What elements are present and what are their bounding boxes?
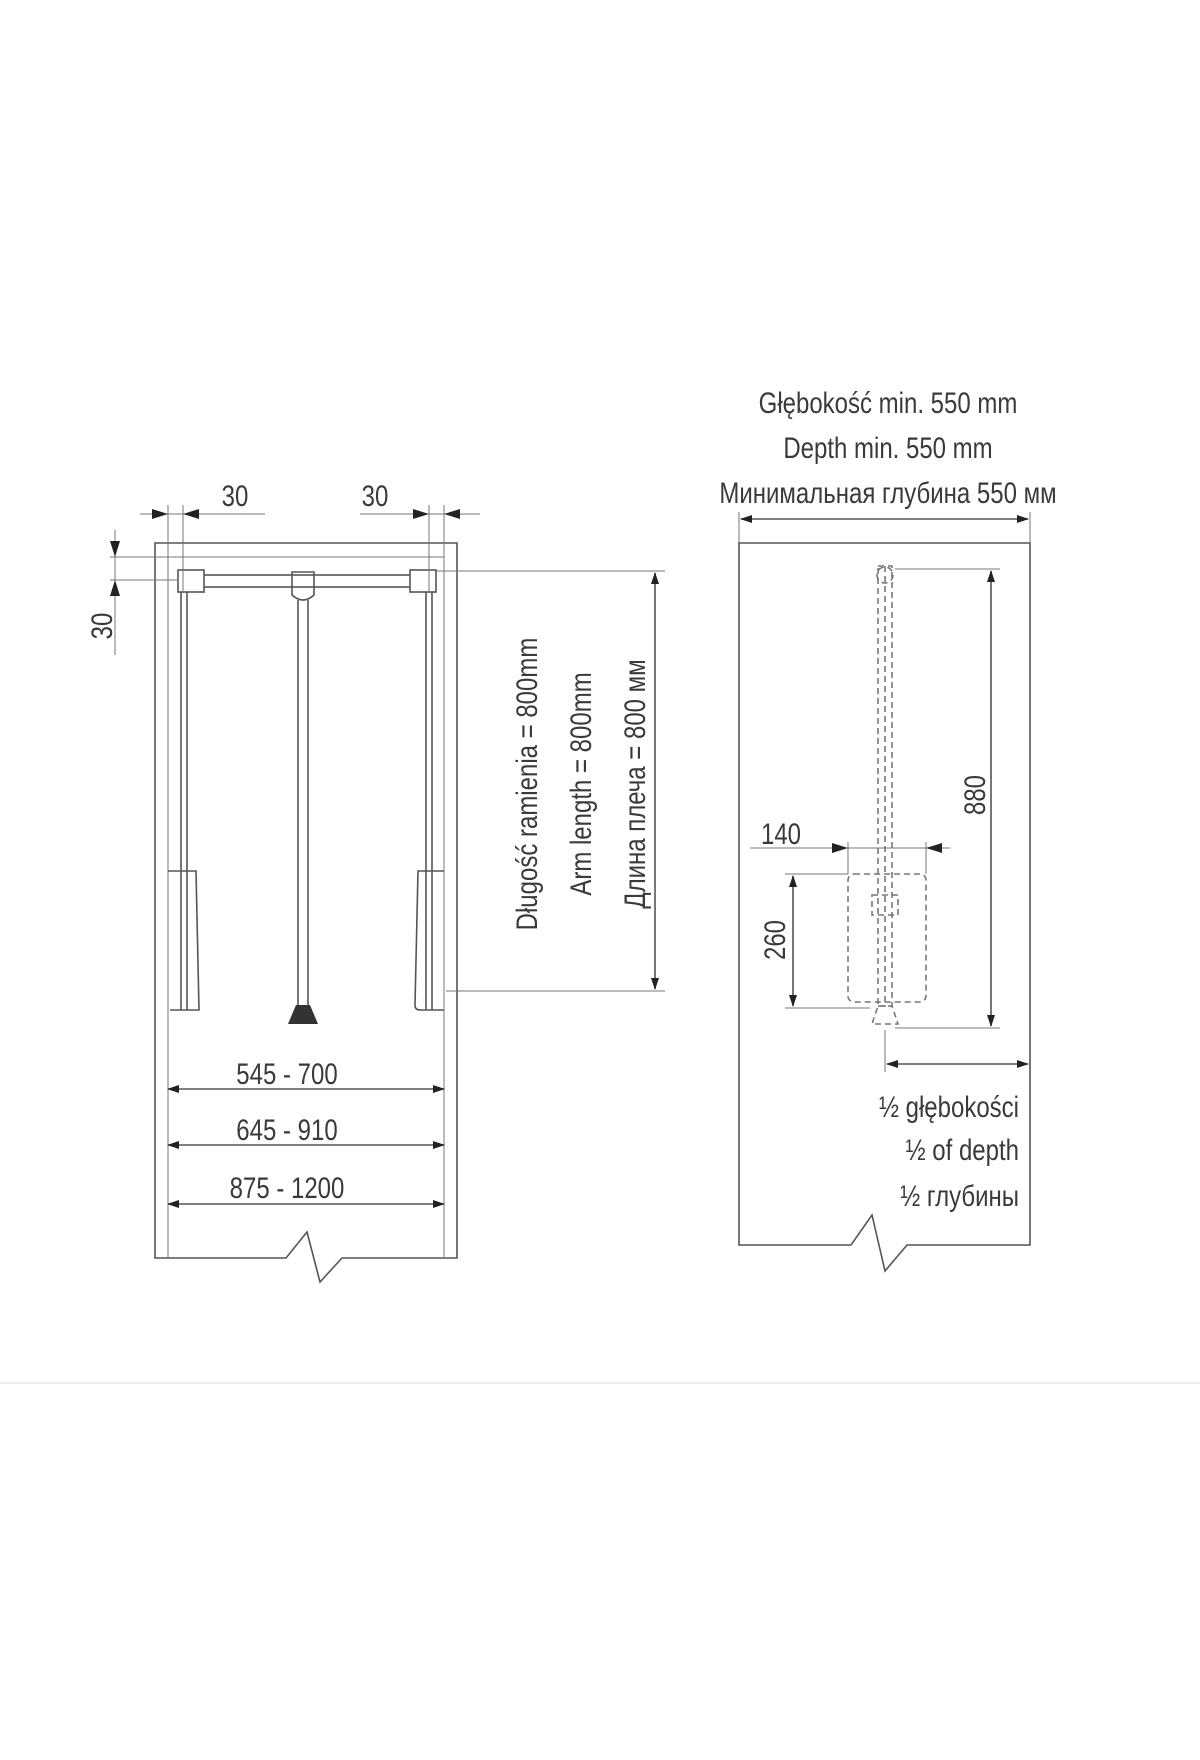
dim-label-140: 140 <box>761 816 801 850</box>
pole-handle-foot <box>288 1005 318 1024</box>
center-hub <box>291 571 315 601</box>
left-pad <box>168 870 200 1011</box>
dim-arrow-right <box>413 509 460 519</box>
side-cabinet-outline <box>738 542 1031 1273</box>
depth-label-ru: Минимальная глубина 550 мм <box>719 475 1056 509</box>
width-range-2: 645 - 910 <box>236 1112 337 1146</box>
width-range-3: 875 - 1200 <box>230 1170 345 1204</box>
depth-label-en: Depth min. 550 mm <box>783 430 992 464</box>
dim-label-880: 880 <box>957 775 991 815</box>
canister-clip <box>871 894 899 916</box>
rail-end-left <box>177 569 205 593</box>
dim-label-30-right: 30 <box>362 478 389 512</box>
dim-label-30-left: 30 <box>222 478 249 512</box>
arm-length-pl: Długość ramienia = 800mm <box>509 638 543 931</box>
arm-length-en: Arm length = 800mm <box>563 672 597 895</box>
dim-label-260: 260 <box>757 920 791 960</box>
depth-label-pl: Głębokość min. 550 mm <box>759 385 1018 419</box>
half-depth-en: ½ of depth <box>906 1132 1019 1166</box>
center-pole <box>297 600 309 1005</box>
front-view: 30 30 30 Długość ramienia = 800mm Arm le… <box>84 478 665 1284</box>
hanging-rail <box>185 574 427 588</box>
half-depth-pl: ½ głębokości <box>879 1089 1019 1123</box>
cabinet-inner-lines <box>167 556 445 1258</box>
rail-end-right <box>409 569 437 593</box>
side-foot <box>870 1005 900 1025</box>
half-depth-ru: ½ глубины <box>900 1178 1019 1212</box>
side-view: Głębokość min. 550 mm Depth min. 550 mm … <box>719 385 1057 1273</box>
left-arm <box>180 592 188 1010</box>
cabinet-outline <box>154 542 458 1284</box>
dim-arrow-left <box>152 509 199 519</box>
side-pole <box>877 565 893 1007</box>
right-pad <box>414 870 444 1011</box>
right-arm <box>425 592 433 1010</box>
dim-label-30-side: 30 <box>84 613 118 640</box>
arm-length-ru: Длина плеча = 800 мм <box>617 659 651 908</box>
canister <box>847 873 927 1003</box>
width-range-1: 545 - 700 <box>236 1056 337 1090</box>
